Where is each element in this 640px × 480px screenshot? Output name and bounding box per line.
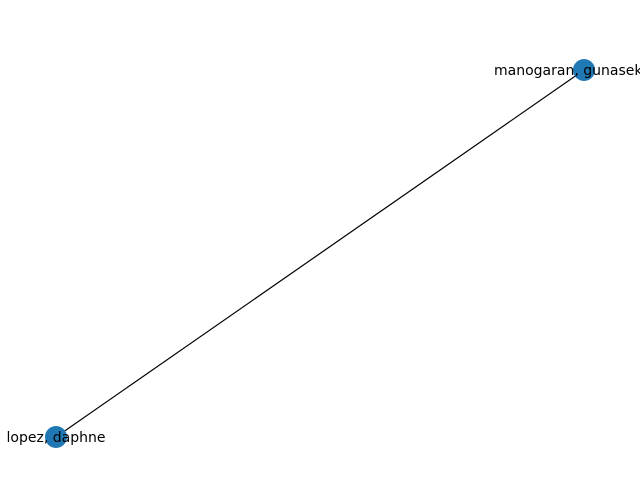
node-label-lopez: lopez, daphne bbox=[7, 430, 106, 446]
node-manogaran bbox=[573, 59, 595, 81]
node-label-manogaran: manogaran, gunasekaran bbox=[494, 63, 640, 79]
edge-manogaran-lopez bbox=[55, 69, 585, 438]
node-lopez bbox=[45, 426, 67, 448]
